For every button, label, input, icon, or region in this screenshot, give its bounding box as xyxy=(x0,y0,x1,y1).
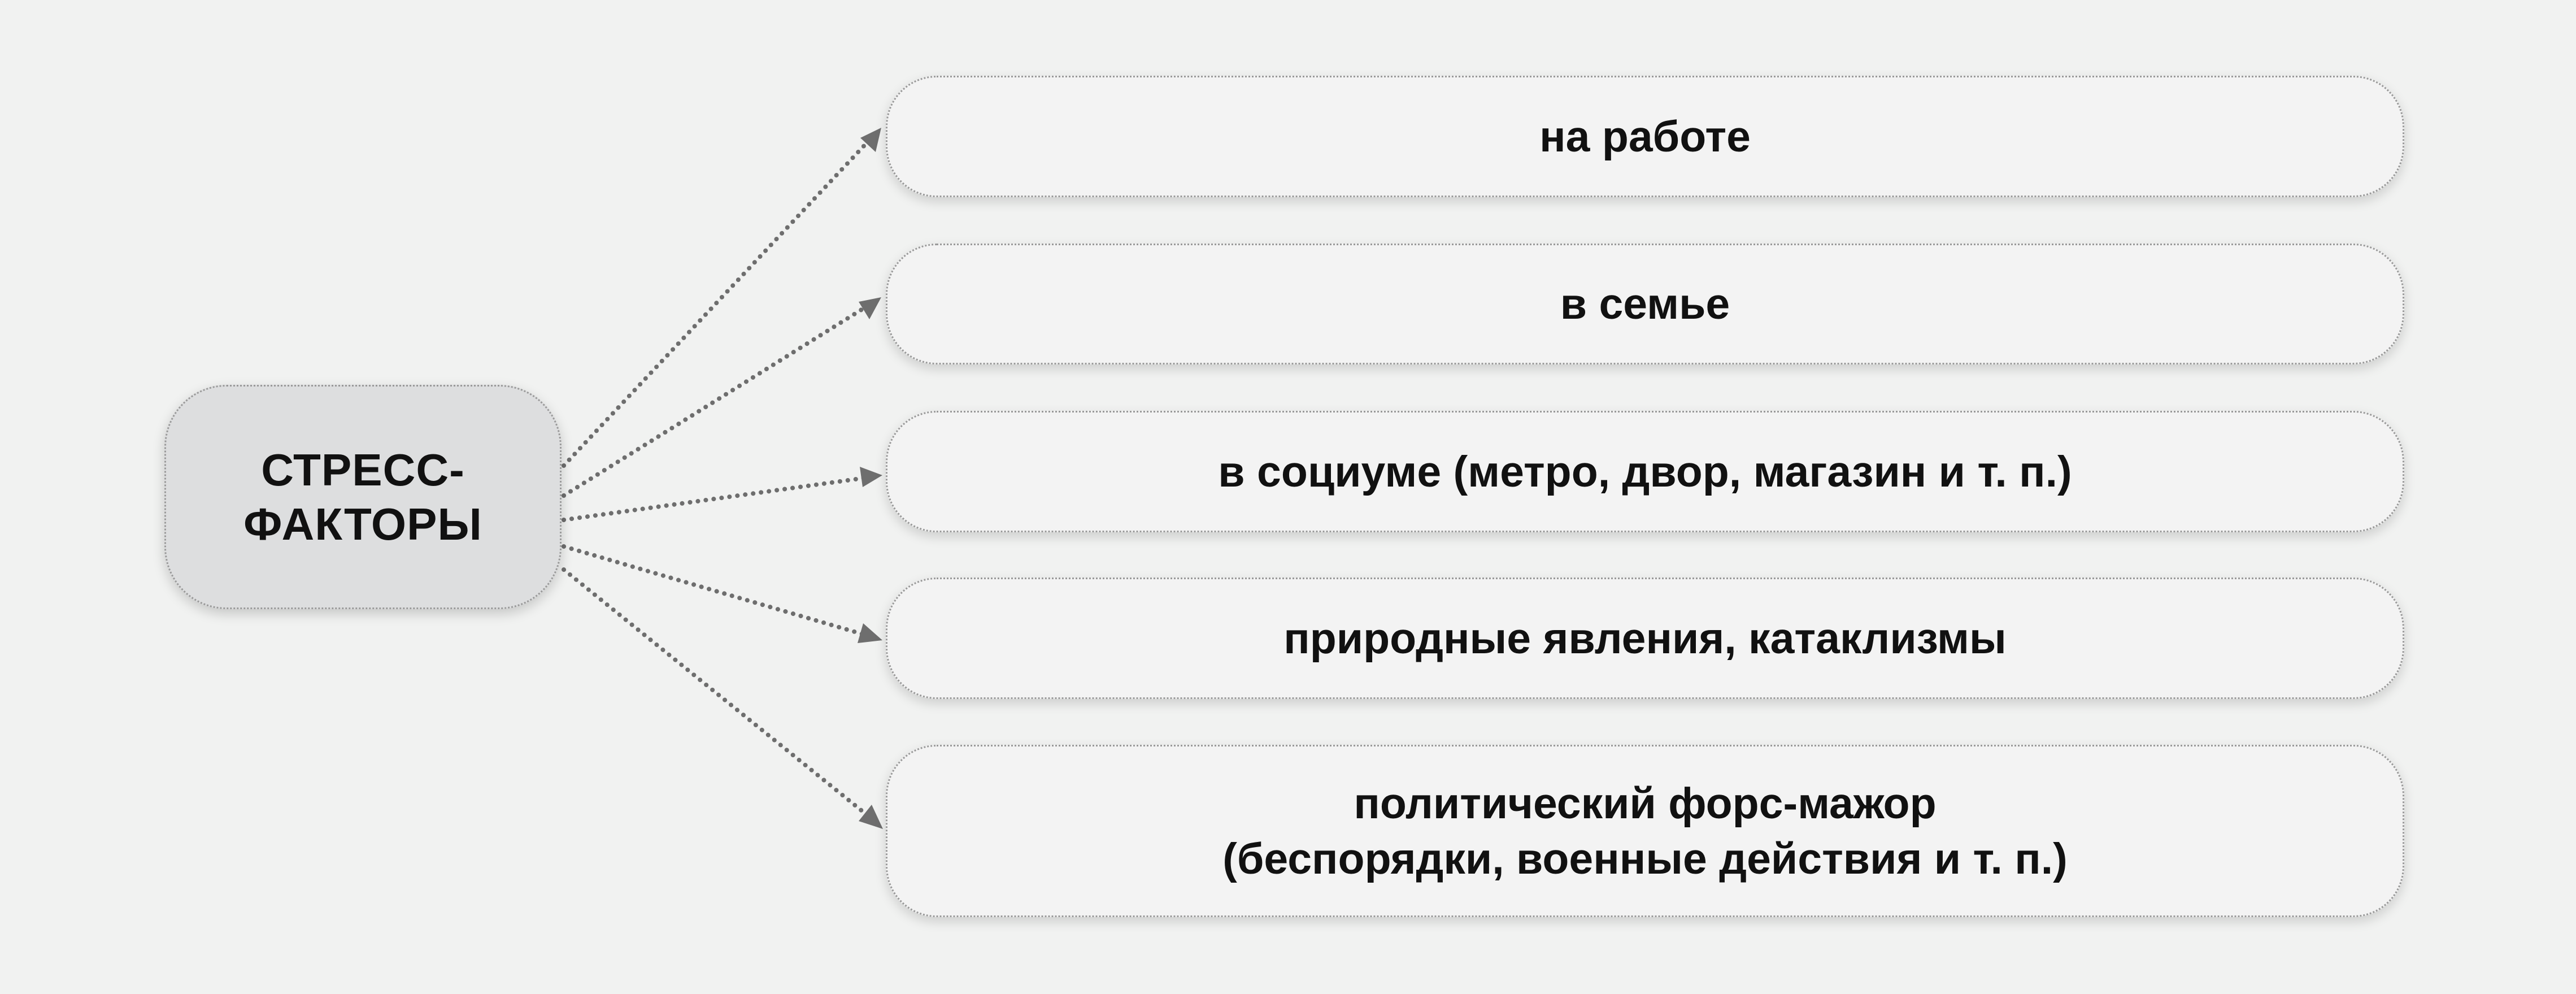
connector-center-to-nature xyxy=(562,544,867,637)
factor-label-work: на работе xyxy=(1539,112,1751,161)
factor-node-politics: политический форс-мажор (беспорядки, вое… xyxy=(886,745,2404,917)
connector-center-to-politics xyxy=(562,567,871,818)
arrowhead-family xyxy=(859,297,881,319)
factor-node-work: на работе xyxy=(886,76,2404,197)
factor-label-family: в семье xyxy=(1560,280,1730,328)
arrowhead-politics xyxy=(859,805,883,829)
factor-node-nature: природные явления, катаклизмы xyxy=(886,578,2404,699)
connector-center-to-family xyxy=(562,305,868,498)
center-node-label: СТРЕСС- ФАКТОРЫ xyxy=(243,444,482,549)
arrowhead-work xyxy=(860,128,881,152)
factor-node-society: в социуме (метро, двор, магазин и т. п.) xyxy=(886,411,2404,532)
connector-center-to-work xyxy=(562,139,871,468)
arrowhead-society xyxy=(860,467,882,487)
connector-center-to-society xyxy=(562,476,866,522)
arrowhead-nature xyxy=(858,623,882,643)
center-node-stress-factors: СТРЕСС- ФАКТОРЫ xyxy=(164,385,562,609)
factor-label-society: в социуме (метро, двор, магазин и т. п.) xyxy=(1218,447,2072,496)
factor-node-family: в семье xyxy=(886,244,2404,364)
factor-label-politics: политический форс-мажор (беспорядки, вое… xyxy=(1222,779,2068,883)
factor-label-nature: природные явления, катаклизмы xyxy=(1283,614,2007,663)
